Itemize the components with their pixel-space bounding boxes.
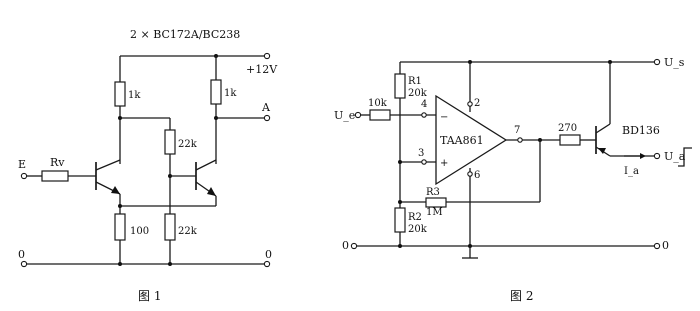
fig2-opamp: TAA861 − + xyxy=(435,94,508,186)
fig1-transistor-right xyxy=(195,159,217,197)
fig2-r2-name: R2 xyxy=(408,212,422,223)
fig1-resistor-base-upper-label: 22k xyxy=(178,139,198,150)
fig1-output-label: A xyxy=(261,101,271,114)
fig1-supply-label: +12V xyxy=(246,63,278,76)
fig2-ic-name: TAA861 xyxy=(440,134,484,147)
fig1-resistor-emitter-label: 100 xyxy=(130,226,149,237)
fig1-ground-right-label: 0 xyxy=(265,248,272,261)
fig2-r3-name: R3 xyxy=(426,187,440,198)
fig1-supply-terminal xyxy=(263,52,271,60)
fig2-resistor-input xyxy=(369,109,391,121)
fig1-caption: 图 1 xyxy=(138,289,161,303)
fig1-ground-left-terminal xyxy=(20,260,28,268)
fig2-r1-name: R1 xyxy=(408,76,422,87)
fig2-minus-sign: − xyxy=(440,112,448,123)
fig2-ground-left-label: 0 xyxy=(342,239,349,252)
fig1-ground-right-terminal xyxy=(263,260,271,268)
fig2-ground-right-terminal xyxy=(653,242,661,250)
fig1-ground-left-label: 0 xyxy=(18,248,25,261)
fig2-r3-value: 1M xyxy=(426,207,443,218)
fig2-ground-right-label: 0 xyxy=(662,239,669,252)
fig2-pin-inv: 4 xyxy=(421,99,427,110)
fig2-pin-top: 2 xyxy=(474,98,480,109)
fig1-transistor-left xyxy=(95,159,121,195)
fig2-pin-out: 7 xyxy=(514,125,520,136)
fig2-resistor-r1 xyxy=(394,73,406,99)
fig1-resistor-rv-label: Rv xyxy=(50,156,65,169)
fig2-resistor-base-label: 270 xyxy=(558,123,577,134)
fig2-output-terminal xyxy=(653,152,661,160)
fig2-plus-sign: + xyxy=(440,158,448,169)
fig2-ground-left-terminal xyxy=(350,242,358,250)
fig2-output-label: U_a xyxy=(664,150,686,163)
fig1-output-terminal xyxy=(263,114,271,122)
fig2-r1-value: 20k xyxy=(408,88,428,99)
fig1-resistor-collector-right xyxy=(210,79,222,105)
fig2-pin-noninv: 3 xyxy=(418,148,424,159)
fig2-r2-value: 20k xyxy=(408,224,428,235)
fig2-pin-bottom: 6 xyxy=(474,170,480,181)
fig2-input-label: U_e xyxy=(334,109,355,122)
fig2-caption: 图 2 xyxy=(510,289,533,303)
fig2-supply-label: U_s xyxy=(664,56,685,69)
fig1-resistor-base-lower-label: 22k xyxy=(178,226,198,237)
fig2-resistor-r2 xyxy=(394,207,406,233)
fig2-resistor-r3 xyxy=(425,197,447,208)
fig2-supply-terminal xyxy=(653,58,661,66)
fig2-current-label: I_a xyxy=(624,166,639,177)
fig2-resistor-input-label: 10k xyxy=(368,98,388,109)
fig1-resistor-base-lower xyxy=(164,213,176,241)
fig1-resistor-collector-right-label: 1k xyxy=(224,88,237,99)
fig1-resistor-emitter xyxy=(114,213,126,241)
fig2-transistor xyxy=(595,62,654,157)
fig1-resistor-rv xyxy=(41,170,69,182)
figure-2-opamp-driver: U_s R1 20k U_e 10k 4 TAA861 − + 2 xyxy=(334,56,692,303)
fig1-transistor-type: 2 × BC172A/BC238 xyxy=(130,28,240,41)
fig2-input-terminal xyxy=(354,111,362,119)
fig1-resistor-collector-left-label: 1k xyxy=(128,90,141,101)
fig1-resistor-base-upper xyxy=(164,129,176,155)
fig2-output-step-symbol xyxy=(678,147,692,167)
fig2-resistor-base xyxy=(559,134,581,146)
figure-1-schmitt-trigger: 2 × BC172A/BC238 +12V 1k 1k A 22k xyxy=(18,28,278,303)
fig1-input-terminal xyxy=(20,172,28,180)
fig1-resistor-collector-left xyxy=(114,81,126,107)
fig1-input-label: E xyxy=(18,158,26,171)
fig2-transistor-label: BD136 xyxy=(622,124,660,137)
